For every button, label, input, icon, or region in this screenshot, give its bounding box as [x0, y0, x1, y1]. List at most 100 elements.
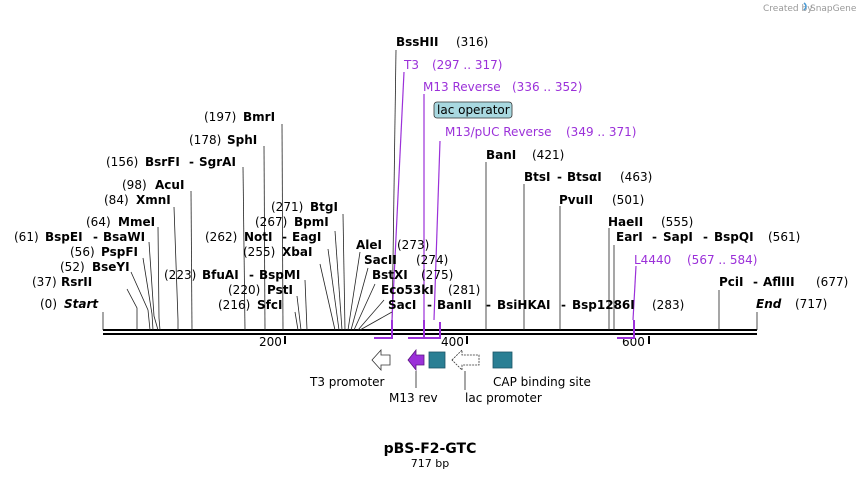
site-sfci[interactable]: SfcI: [257, 298, 282, 312]
tick-label: 200: [259, 335, 282, 349]
lac-operator-label[interactable]: lac operator: [433, 101, 513, 119]
site-pos: (421): [532, 148, 564, 162]
site-leader-lines: [102, 49, 758, 331]
site-sgrai[interactable]: SgrAI: [199, 155, 236, 169]
site-bfuai[interactable]: BfuAI: [202, 268, 239, 282]
site-saci[interactable]: SacI: [388, 298, 416, 312]
site-xbai[interactable]: XbaI: [282, 245, 312, 259]
t3-promoter-arrow-icon[interactable]: [371, 348, 391, 372]
site-rsrii[interactable]: RsrII: [61, 275, 92, 289]
site-pos: (84): [104, 193, 129, 207]
site-bmri[interactable]: BmrI: [243, 110, 275, 124]
site-pos: (220): [228, 283, 260, 297]
primer-range: (349 .. 371): [566, 125, 636, 139]
feature-connectors: [415, 371, 466, 390]
site-bspmi[interactable]: BspMI: [259, 268, 300, 282]
site-pvuii[interactable]: PvuII: [559, 193, 593, 207]
site-bspei[interactable]: BspEI: [45, 230, 83, 244]
site-pos: (178): [189, 133, 221, 147]
site-pos: (197): [204, 110, 236, 124]
feature-lac-operator: lac operator: [437, 103, 510, 117]
site-bsshii[interactable]: BssHII: [396, 35, 438, 49]
site-eagi[interactable]: EagI: [292, 230, 321, 244]
feature-t3-promoter: T3 promoter: [309, 375, 385, 389]
site-bpmi[interactable]: BpmI: [294, 215, 329, 229]
cap-binding-site-box[interactable]: [492, 351, 513, 369]
site-pos: (64): [86, 215, 111, 229]
dna-backbone[interactable]: [103, 329, 757, 335]
lac-promoter-arrow-icon[interactable]: [451, 349, 480, 371]
site-start[interactable]: Start: [64, 297, 99, 311]
site-pos: (501): [612, 193, 644, 207]
m13-rev-arrow-icon[interactable]: [407, 348, 425, 372]
site-pos: (267): [255, 215, 287, 229]
site-sacii[interactable]: SacII: [364, 253, 397, 267]
site-eagi-dash: -: [282, 230, 287, 244]
primer-lines: [391, 71, 637, 321]
dash: -: [427, 298, 432, 312]
site-btsai[interactable]: BtsαI: [567, 170, 602, 184]
site-pos: (316): [456, 35, 488, 49]
site-bstxi[interactable]: BstXI: [372, 268, 408, 282]
site-pos: (216): [218, 298, 250, 312]
site-banii[interactable]: BanII: [437, 298, 472, 312]
primer-m13-reverse[interactable]: M13 Reverse: [423, 80, 501, 94]
site-pos: (262): [205, 230, 237, 244]
primer-l4440[interactable]: L4440: [634, 253, 671, 267]
site-psti[interactable]: PstI: [267, 283, 293, 297]
primer-bars[interactable]: [374, 320, 635, 339]
primer-range: (567 .. 584): [687, 253, 757, 267]
site-pos: (271): [271, 200, 303, 214]
site-pos: (273): [397, 238, 429, 252]
site-afliii[interactable]: AflIII: [763, 275, 795, 289]
snapgene-logo-icon: [803, 2, 807, 11]
site-pos: (0): [40, 297, 57, 311]
lac-operator-box[interactable]: [428, 351, 446, 369]
site-bani[interactable]: BanI: [486, 148, 516, 162]
site-pos: (555): [661, 215, 693, 229]
site-eari[interactable]: EarI: [616, 230, 643, 244]
site-pos: (61): [14, 230, 39, 244]
site-eco53ki[interactable]: Eco53kI: [381, 283, 434, 297]
site-sgrai-dash: -: [189, 155, 194, 169]
site-sapi[interactable]: SapI: [663, 230, 693, 244]
site-bsawi[interactable]: BsaWI: [103, 230, 145, 244]
site-bsrfi[interactable]: BsrFI: [145, 155, 180, 169]
site-alei[interactable]: AleI: [356, 238, 382, 252]
dash: -: [703, 230, 708, 244]
site-noti[interactable]: NotI: [244, 230, 273, 244]
site-acui[interactable]: AcuI: [155, 178, 184, 192]
site-pos: (56): [70, 245, 95, 259]
site-end[interactable]: End: [756, 297, 782, 311]
site-pos-223: (223): [164, 268, 196, 282]
site-xmni[interactable]: XmnI: [136, 193, 171, 207]
primer-t3[interactable]: T3: [403, 58, 419, 72]
site-pos: (677): [816, 275, 848, 289]
plasmid-length: 717 bp: [411, 457, 449, 470]
site-mmei[interactable]: MmeI: [118, 215, 155, 229]
site-bspmi-dash: -: [249, 268, 254, 282]
site-pcii[interactable]: PciI: [719, 275, 744, 289]
site-bspqi[interactable]: BspQI: [714, 230, 754, 244]
brand-text: SnapGene: [810, 4, 857, 14]
primer-m13-puc-reverse[interactable]: M13/pUC Reverse: [445, 125, 552, 139]
site-pos: (255): [243, 245, 275, 259]
site-pos: (463): [620, 170, 652, 184]
primer-range: (297 .. 317): [432, 58, 502, 72]
tick-label: 400: [441, 335, 464, 349]
site-sphi[interactable]: SphI: [227, 133, 257, 147]
dash: -: [486, 298, 491, 312]
feature-lac-promoter: lac promoter: [465, 391, 542, 405]
feature-m13-rev: M13 rev: [389, 391, 438, 405]
site-btsi[interactable]: BtsI: [524, 170, 551, 184]
site-bsihkai[interactable]: BsiHKAI: [497, 298, 551, 312]
site-bsp1286i[interactable]: Bsp1286I: [572, 298, 635, 312]
site-bseyi[interactable]: BseYI: [92, 260, 130, 274]
credit-text: Created by: [763, 4, 813, 14]
dash: -: [561, 298, 566, 312]
site-haeii[interactable]: HaeII: [608, 215, 643, 229]
dash: -: [753, 275, 758, 289]
site-pspfi[interactable]: PspFI: [101, 245, 138, 259]
site-btgi[interactable]: BtgI: [310, 200, 338, 214]
